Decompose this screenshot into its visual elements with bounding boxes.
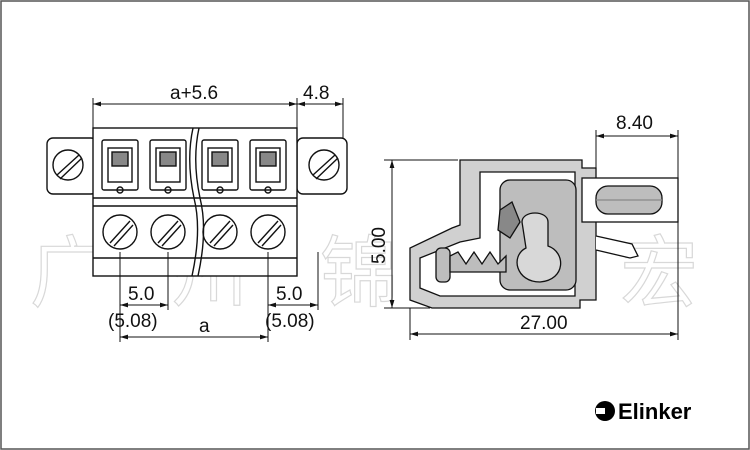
dim-flange: 4.8 bbox=[303, 83, 329, 104]
dim-side-length: 27.00 bbox=[520, 313, 568, 334]
front-view bbox=[46, 127, 348, 277]
side-view bbox=[409, 159, 679, 309]
side-screw bbox=[435, 247, 507, 283]
front-dimensions bbox=[92, 98, 344, 342]
dim-pitch-left: 5.0 bbox=[128, 284, 154, 305]
right-flange-screw bbox=[308, 149, 340, 181]
dim-total-width: a+5.6 bbox=[170, 83, 218, 104]
dim-side-height: 5.00 bbox=[369, 227, 390, 264]
left-flange bbox=[46, 137, 98, 195]
dim-pitch-right-alt: (5.08) bbox=[265, 311, 315, 332]
side-latch bbox=[595, 235, 639, 259]
dim-side-depth: 8.40 bbox=[616, 113, 653, 134]
brand-name: Elinker bbox=[618, 399, 692, 424]
svg-text:宏: 宏 bbox=[620, 229, 698, 319]
brand-logo: Elinker bbox=[595, 399, 692, 424]
left-flange-screw bbox=[52, 149, 84, 181]
wire-entries bbox=[101, 139, 287, 194]
svg-text:锦: 锦 bbox=[320, 229, 398, 319]
dim-span: a bbox=[199, 316, 210, 337]
dim-pitch-right: 5.0 bbox=[276, 284, 302, 305]
clamp-screws bbox=[102, 214, 286, 250]
side-dimensions bbox=[384, 130, 679, 340]
break-line bbox=[189, 127, 199, 277]
dim-pitch-left-alt: (5.08) bbox=[108, 311, 158, 332]
